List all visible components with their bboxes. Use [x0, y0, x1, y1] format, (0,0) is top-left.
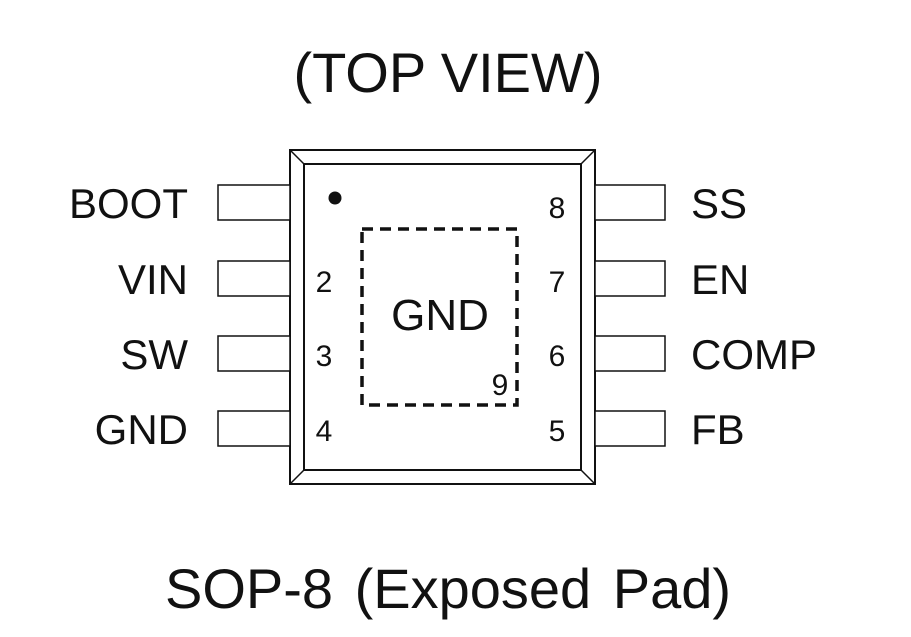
- pin-8-number: 8: [549, 192, 566, 225]
- pin-6-number: 6: [549, 340, 566, 373]
- pin-8-lead: [594, 184, 666, 221]
- left-pins: BOOT VIN 2 SW 3 GND 4: [69, 180, 332, 453]
- exposed-pad-number: 9: [492, 369, 509, 402]
- pin-7-name: EN: [691, 256, 749, 303]
- pin-1-marker-dot: [328, 191, 342, 205]
- pin-1-name: BOOT: [69, 180, 188, 227]
- pin-5-lead: [594, 410, 666, 447]
- pin-4-name: GND: [95, 406, 188, 453]
- pin-8-name: SS: [691, 180, 747, 227]
- pin-5-number: 5: [549, 415, 566, 448]
- pin-3-name: SW: [120, 331, 188, 378]
- pin-6-name: COMP: [691, 331, 817, 378]
- pin-3-number: 3: [316, 340, 333, 373]
- pin-4-lead: [217, 410, 291, 447]
- pin-2-number: 2: [316, 266, 333, 299]
- pin-7: EN 7: [549, 256, 750, 303]
- pin-8: SS 8: [549, 180, 747, 227]
- pin-2-name: VIN: [118, 256, 188, 303]
- pin-2: VIN 2: [118, 256, 332, 303]
- pin-7-number: 7: [549, 266, 566, 299]
- pin-5-name: FB: [691, 406, 745, 453]
- pin-3-lead: [217, 335, 291, 372]
- package-caption: SOP-8 (Exposed Pad): [165, 557, 731, 620]
- pin-5: FB 5: [549, 406, 745, 453]
- title: (TOP VIEW): [293, 41, 602, 104]
- pin-2-lead: [217, 260, 291, 297]
- right-pins: SS 8 EN 7 COMP 6 FB 5: [549, 180, 817, 453]
- package-body: [289, 149, 596, 485]
- pin-3: SW 3: [120, 331, 332, 378]
- pin-4-number: 4: [316, 415, 333, 448]
- pin-6: COMP 6: [549, 331, 817, 378]
- pin-1: BOOT: [69, 180, 291, 227]
- exposed-pad-label: GND: [391, 291, 489, 340]
- pin-6-lead: [594, 335, 666, 372]
- pin-4: GND 4: [95, 406, 333, 453]
- pin-7-lead: [594, 260, 666, 297]
- exposed-pad: GND 9: [360, 227, 519, 407]
- pin-1-lead: [217, 184, 291, 221]
